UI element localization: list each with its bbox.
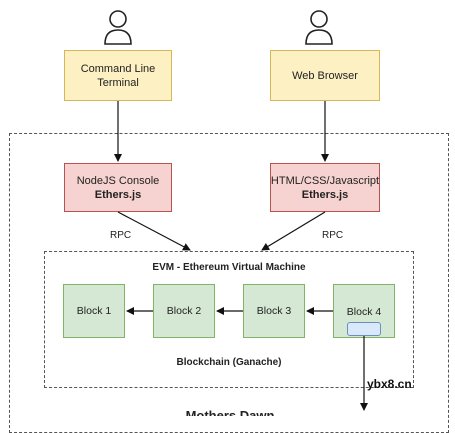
html-app-line1: HTML/CSS/Javascript (270, 174, 380, 187)
block-2-label: Block 2 (166, 305, 202, 317)
block-3: Block 3 (243, 284, 305, 338)
block-1: Block 1 (63, 284, 125, 338)
rpc-label-left: RPC (110, 230, 132, 241)
nodejs-console-node: NodeJS Console Ethers.js (64, 163, 172, 212)
evm-container (44, 251, 414, 388)
blockchain-label: Blockchain (Ganache) (176, 357, 282, 368)
edge-html-app-to-evm (261, 211, 326, 251)
node-console-line1: NodeJS Console (76, 174, 160, 187)
browser-label: Web Browser (292, 69, 358, 82)
block-3-label: Block 3 (256, 305, 292, 317)
terminal-line2: Terminal (97, 76, 139, 89)
watermark: ybx8.cn (367, 377, 412, 391)
user-icon-left (104, 10, 132, 45)
html-css-js-node: HTML/CSS/Javascript Ethers.js (270, 163, 380, 212)
block-4-detail (347, 322, 381, 336)
outer-container-label: Mothers Dawn (185, 408, 275, 416)
block-2: Block 2 (153, 284, 215, 338)
web-browser-node: Web Browser (270, 50, 380, 101)
node-console-line2: Ethers.js (94, 188, 142, 201)
command-line-terminal-node: Command Line Terminal (64, 50, 172, 101)
block-1-label: Block 1 (76, 305, 112, 317)
user-icon-right (305, 10, 333, 45)
html-app-line2: Ethers.js (301, 188, 349, 201)
rpc-label-right: RPC (322, 230, 344, 241)
edge-node-console-to-evm (117, 211, 191, 251)
block-4-label: Block 4 (346, 306, 382, 318)
terminal-line1: Command Line (80, 62, 156, 75)
evm-title: EVM - Ethereum Virtual Machine (152, 262, 306, 273)
connector-layer (114, 101, 368, 411)
